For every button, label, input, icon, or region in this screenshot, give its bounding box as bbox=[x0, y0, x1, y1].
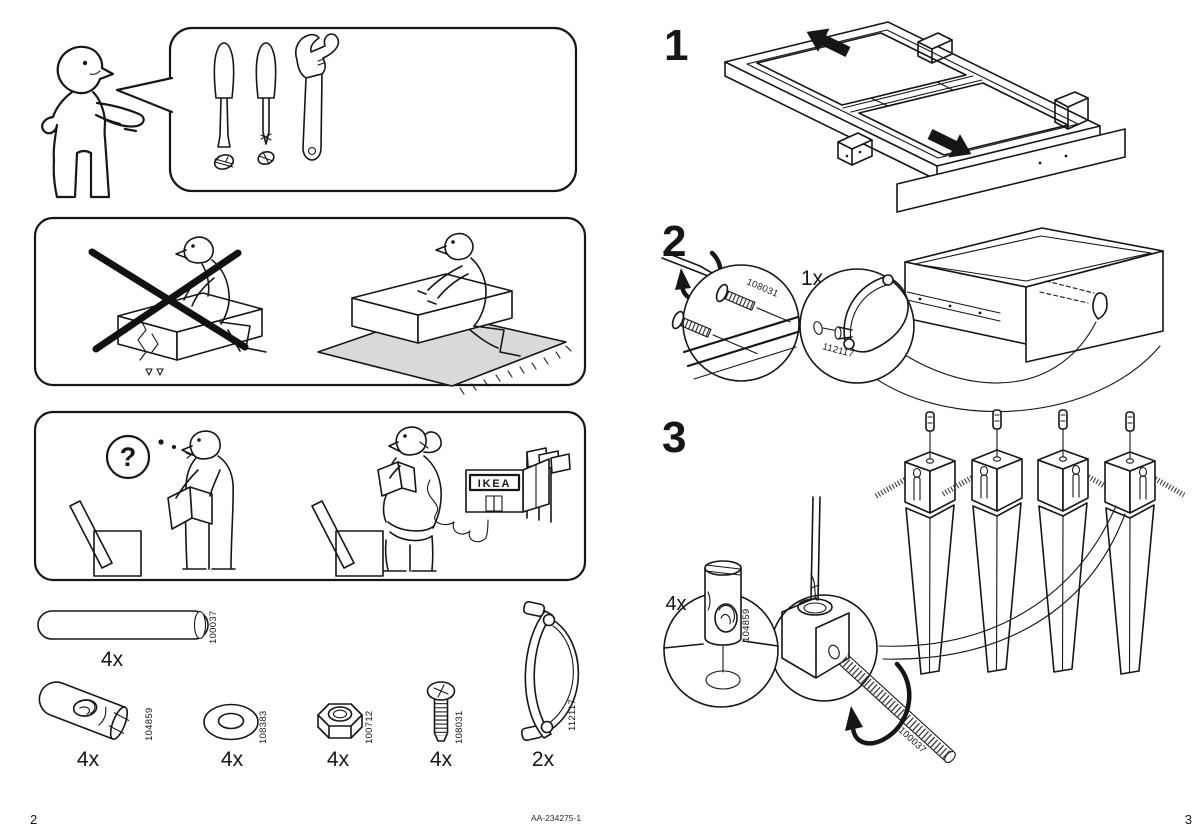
person-reading-manual bbox=[167, 430, 236, 570]
part-number-label: 100712 bbox=[364, 710, 375, 744]
part-number-label: 104859 bbox=[144, 707, 155, 741]
nut-qty-label: 4x bbox=[665, 593, 686, 615]
phone-cord bbox=[427, 479, 489, 543]
part-machine-screw: 108031 4x bbox=[426, 681, 465, 771]
parts-list: 100037 4x 104859 4x 108383 bbox=[37, 600, 580, 771]
warning-panel-border bbox=[33, 216, 587, 387]
lid-and-box bbox=[311, 500, 384, 577]
table-leg bbox=[876, 412, 955, 674]
right-page-number: 3 bbox=[1185, 812, 1192, 827]
left-page-number: 2 bbox=[30, 812, 37, 827]
drawer-diagram bbox=[904, 227, 1164, 363]
corner-bracket bbox=[917, 32, 953, 64]
barrel-nut-detail-circle: 104859 bbox=[663, 560, 779, 708]
table-legs bbox=[876, 410, 1184, 674]
step-number: 2 bbox=[662, 217, 686, 266]
part-washer: 108383 4x bbox=[203, 703, 269, 771]
front-rail-board bbox=[896, 128, 1126, 213]
part-qty-label: 4x bbox=[101, 648, 124, 671]
left-page: ? bbox=[30, 26, 587, 827]
warning-floor-panel bbox=[33, 216, 587, 395]
thought-dot bbox=[158, 439, 164, 445]
part-number-label: 108031 bbox=[454, 710, 465, 744]
step-2: 2 bbox=[661, 217, 1164, 413]
table-frame-diagram bbox=[724, 20, 1126, 213]
screwdriver-icon bbox=[810, 496, 821, 601]
rotation-arrowhead bbox=[845, 706, 863, 731]
step-3: 3 bbox=[662, 410, 1184, 764]
flathead-screwdriver-icon bbox=[213, 42, 235, 170]
no-hard-floor-scene bbox=[88, 236, 267, 376]
callout-curve bbox=[904, 321, 1097, 384]
ikea-man-figure bbox=[41, 45, 145, 199]
store-sign bbox=[468, 473, 521, 492]
part-qty-label: 4x bbox=[77, 748, 100, 771]
handle-icon bbox=[843, 274, 909, 353]
question-mark-badge bbox=[105, 434, 151, 480]
prohibition-cross-icon bbox=[88, 248, 249, 353]
part-number-label: 100037 bbox=[208, 610, 219, 644]
table-leg bbox=[1038, 410, 1117, 672]
table-leg bbox=[1105, 412, 1184, 674]
part-qty-label: 2x bbox=[532, 748, 555, 771]
eye-dot bbox=[82, 60, 88, 66]
screw-detail-circle: 108031 bbox=[671, 264, 803, 382]
part-number-label: 100037 bbox=[896, 725, 928, 756]
screw-icon bbox=[715, 283, 791, 323]
step-number: 3 bbox=[662, 413, 686, 462]
phone-icon bbox=[419, 441, 429, 449]
step-number: 1 bbox=[664, 21, 688, 70]
barrel-nut-icon bbox=[704, 560, 742, 646]
adjustable-wrench-icon bbox=[294, 33, 340, 161]
screw-icon bbox=[671, 310, 758, 355]
help-panel-border bbox=[33, 410, 587, 582]
part-number-label: 112117 bbox=[567, 699, 578, 731]
phillips-screwdriver-icon bbox=[255, 42, 277, 166]
thought-dot bbox=[172, 445, 176, 449]
part-hex-nut: 100712 4x bbox=[317, 703, 375, 771]
ikea-store-icon: IKEA bbox=[465, 447, 571, 523]
document-code: AA-234275-1 bbox=[531, 813, 581, 823]
lid-and-box bbox=[69, 500, 142, 577]
use-rug-scene bbox=[317, 232, 572, 395]
tools-callout bbox=[41, 26, 578, 199]
callout-curve bbox=[878, 505, 1117, 647]
person-on-phone bbox=[377, 426, 442, 572]
corner-bracket bbox=[1054, 91, 1089, 130]
part-qty-label: 4x bbox=[430, 748, 453, 771]
leg-hole-detail-circle bbox=[770, 496, 878, 702]
right-page: 1 bbox=[661, 20, 1192, 827]
mounted-handle-icon bbox=[1092, 292, 1108, 320]
pilot-hole bbox=[813, 321, 823, 335]
part-qty-label: 4x bbox=[221, 748, 244, 771]
table-leg bbox=[943, 410, 1022, 672]
part-threaded-rod: 100037 4x bbox=[37, 610, 219, 671]
handle-detail-circle: 112117 bbox=[799, 268, 915, 384]
kneeling-person-figure bbox=[417, 232, 521, 357]
rotation-arrowhead bbox=[675, 268, 691, 290]
callout-curve bbox=[877, 345, 1161, 413]
part-number-label: 104859 bbox=[741, 608, 752, 642]
flag-icon bbox=[550, 453, 571, 474]
rotation-arrow-icon bbox=[850, 661, 912, 746]
step-1: 1 bbox=[664, 20, 1126, 213]
part-drawer-handle: 112117 2x bbox=[520, 600, 580, 771]
callout-curve bbox=[882, 513, 1126, 660]
part-number-label: 108383 bbox=[258, 710, 269, 744]
drawer-slide-rail bbox=[906, 291, 1001, 322]
ikea-logo-text: IKEA bbox=[478, 478, 511, 490]
help-panel: ? bbox=[33, 410, 587, 582]
handle-position-guide bbox=[1039, 280, 1095, 304]
call-ikea-scene: IKEA bbox=[311, 426, 571, 577]
part-barrel-nut: 104859 4x bbox=[38, 681, 155, 771]
corner-bracket bbox=[837, 132, 873, 166]
part-qty-label: 4x bbox=[327, 748, 350, 771]
confused-scene: ? bbox=[69, 430, 236, 577]
question-mark: ? bbox=[120, 442, 137, 472]
rod-hole bbox=[828, 644, 840, 660]
